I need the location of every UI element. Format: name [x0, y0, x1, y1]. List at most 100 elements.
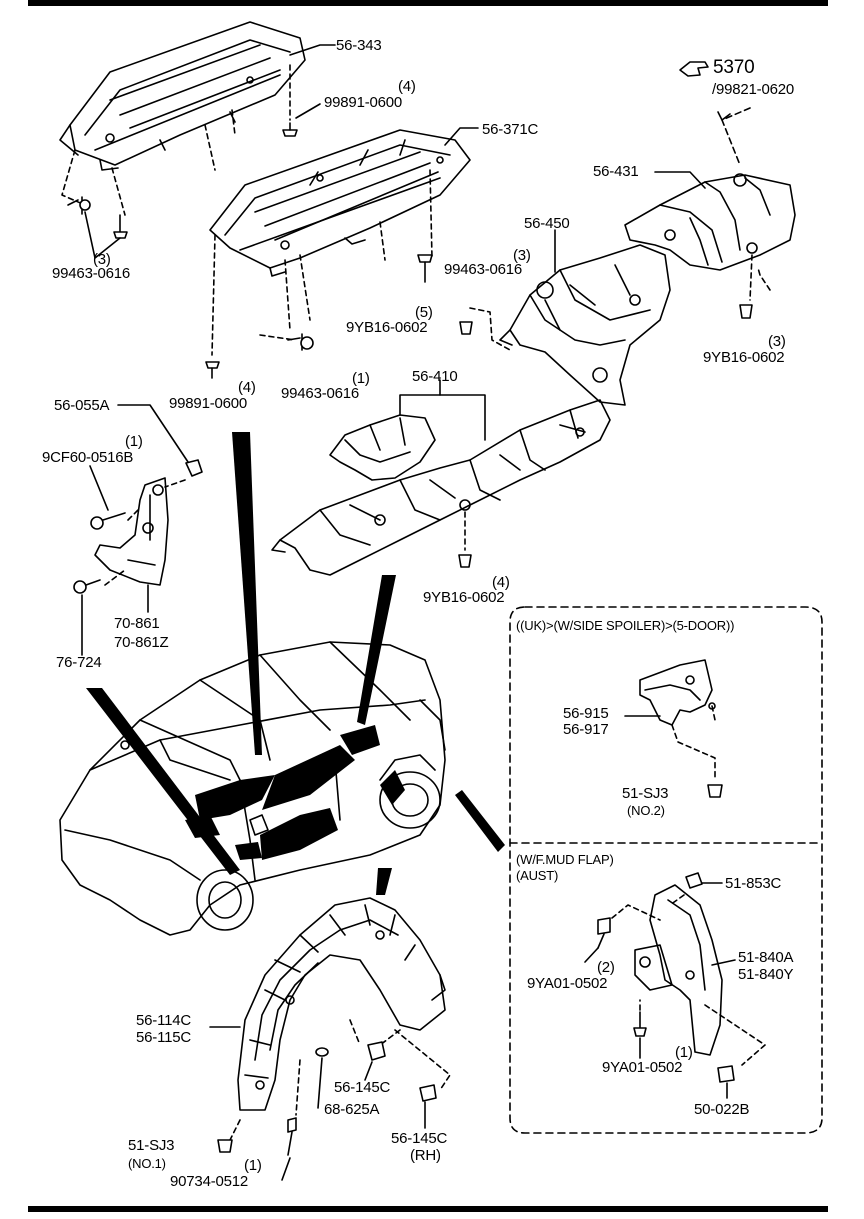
pointer-wedges	[86, 432, 505, 895]
dash-51-840a	[611, 894, 766, 1066]
label-qty-3-b: (3)	[513, 247, 531, 264]
label-68-625a: 68-625A	[324, 1101, 380, 1118]
label-56-055a: 56-055A	[54, 397, 110, 414]
washer-68-625a	[315, 1047, 329, 1057]
dash-70861	[104, 479, 186, 586]
label-99891-0600-top: 99891-0600	[324, 94, 403, 111]
label-9cf60-0516b: 9CF60-0516B	[42, 449, 134, 466]
under-cover-56-343	[59, 21, 306, 171]
leader-9cf60	[89, 465, 109, 511]
label-rh: (RH)	[410, 1147, 441, 1164]
dash-431	[749, 254, 771, 301]
nut-51-sj3-box	[707, 784, 723, 798]
arrow-5370	[717, 111, 731, 121]
clip-56-145c-b	[419, 1084, 437, 1102]
label-56-371c: 56-371C	[482, 121, 539, 138]
label-56-145c-a: 56-145C	[334, 1079, 391, 1096]
label-no-1: (NO.1)	[128, 1156, 166, 1171]
dash-450	[469, 307, 511, 351]
leader-51-840a	[711, 959, 736, 966]
clip-50-022b	[717, 1065, 735, 1083]
leader-56-055a	[117, 404, 189, 463]
nut-9yb16-right	[739, 304, 753, 319]
label-9ya01-0502-a: 9YA01-0502	[527, 975, 608, 992]
under-cover-56-371c	[209, 129, 471, 277]
bolt-76-724	[73, 579, 101, 594]
clip-99891-low	[205, 361, 220, 379]
leader-9ya01-a	[584, 947, 599, 963]
label-76-724: 76-724	[56, 654, 102, 671]
label-51-sj3-left: 51-SJ3	[128, 1137, 175, 1154]
heat-shield-56-410-upper	[329, 414, 436, 481]
label-99821-0620: /99821-0620	[712, 81, 795, 98]
nut-9yb16-bottom	[458, 554, 472, 568]
option-box-outline	[509, 606, 823, 1134]
label-99463-0616-b: 99463-0616	[281, 385, 360, 402]
label-51-sj3-box: 51-SJ3	[622, 785, 669, 802]
option-box-title-mud-flap: (W/F.MUD FLAP)	[516, 852, 614, 867]
option-box-title-aust: (AUST)	[516, 868, 559, 883]
leader-99891-top	[295, 103, 321, 119]
screw-99463-low	[287, 333, 314, 351]
label-51-840a: 51-840A	[738, 949, 794, 966]
screw-9ya01-a	[597, 917, 611, 949]
label-qty-1-b: (1)	[125, 433, 143, 450]
heat-shield-56-450	[499, 244, 671, 406]
spoiler-bracket-56-915	[639, 659, 716, 726]
label-qty-3-a: (3)	[93, 251, 111, 268]
label-qty-4-top: (4)	[398, 78, 416, 95]
bracket-56-410	[399, 394, 486, 441]
label-56-431: 56-431	[593, 163, 639, 180]
clip-56-145c-a	[367, 1041, 386, 1061]
label-qty-2: (2)	[597, 959, 615, 976]
label-56-450: 56-450	[524, 215, 570, 232]
mud-flap-51-840a	[634, 884, 723, 1056]
heat-shield-56-431	[624, 173, 796, 271]
top-rule	[28, 0, 828, 6]
label-51-853c: 51-853C	[725, 875, 782, 892]
leader-56-371c	[444, 127, 479, 146]
heat-shield-56-410-lower	[271, 399, 611, 576]
label-70-861: 70-861	[114, 615, 160, 632]
screw-9ya01-b	[633, 1011, 647, 1037]
label-56-915: 56-915	[563, 705, 609, 722]
label-56-917: 56-917	[563, 721, 609, 738]
option-box-title-uk: ((UK)>(W/SIDE SPOILER)>(5-DOOR))	[516, 618, 735, 633]
leader-68-625a	[317, 1057, 323, 1109]
leader-99463-0616-left	[84, 211, 121, 259]
label-56-145c-b: 56-145C	[391, 1130, 448, 1147]
label-90734-0512: 90734-0512	[170, 1173, 249, 1190]
clip-56-055a	[185, 459, 203, 477]
label-no-2: (NO.2)	[627, 803, 665, 818]
leader-99463-low	[259, 334, 296, 341]
clip-51-853c	[685, 872, 703, 889]
leader-56-145c-a	[364, 1061, 373, 1081]
label-qty-4-c: (4)	[492, 574, 510, 591]
label-qty-3-c: (3)	[768, 333, 786, 350]
label-56-114c: 56-114C	[136, 1012, 192, 1029]
car-under-panels	[185, 725, 405, 860]
label-qty-1-c: (1)	[675, 1044, 693, 1061]
nut-9yb16-mid	[459, 321, 473, 335]
label-50-022b: 50-022B	[694, 1101, 750, 1118]
leader-56-431	[654, 171, 706, 189]
screw-9cf60	[90, 512, 126, 530]
label-5370: 5370	[713, 57, 755, 78]
label-56-343: 56-343	[336, 37, 382, 54]
dash-343	[61, 64, 291, 216]
label-qty-5: (5)	[415, 304, 433, 321]
screw-90734	[287, 1117, 297, 1156]
screw-99463-a	[67, 196, 128, 239]
label-56-410: 56-410	[412, 368, 458, 385]
leader-90734	[281, 1157, 291, 1181]
inner-fender-56-114c	[237, 897, 446, 1111]
nut-51-sj3-left	[217, 1139, 233, 1153]
leader-56-343	[289, 44, 336, 56]
screw-99463-mid	[417, 254, 433, 283]
mud-flap-70-861	[94, 477, 169, 586]
label-99463-0616-mid: 99463-0616	[444, 261, 523, 278]
label-qty-1-d: (1)	[244, 1157, 262, 1174]
label-56-115c: 56-115C	[136, 1029, 192, 1046]
